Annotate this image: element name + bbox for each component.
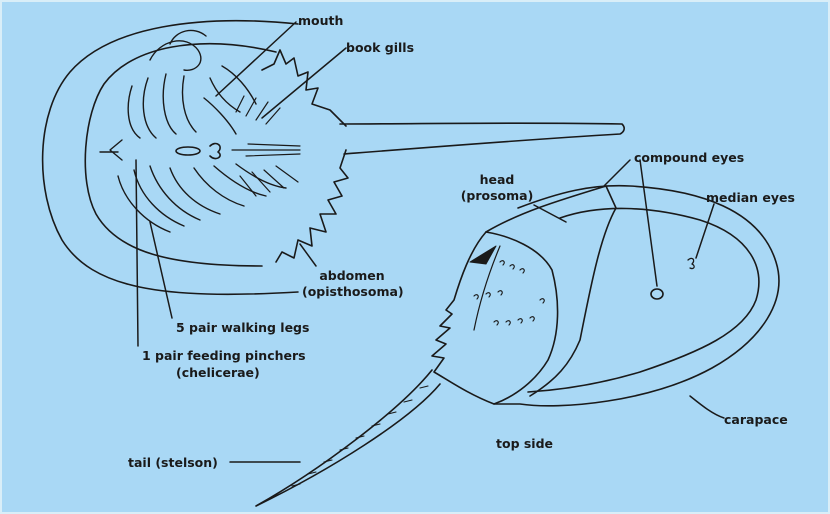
label-walking-legs: 5 pair walking legs (176, 320, 309, 335)
label-book-gills: book gills (346, 40, 414, 55)
leader-compound-eyes-1 (604, 160, 630, 186)
leader-abdomen (300, 244, 316, 266)
label-top-side: top side (496, 436, 553, 451)
leader-compound-eyes-2 (640, 160, 657, 286)
label-abdomen: abdomen (308, 268, 396, 283)
leader-book-gills (262, 48, 346, 118)
label-prosoma: (prosoma) (458, 188, 536, 203)
topside-tail (256, 370, 440, 506)
underside-carapace-outline (43, 21, 298, 295)
leader-median-eyes (696, 204, 714, 258)
leader-walking-legs (150, 222, 172, 318)
leader-feeding-pinchers (136, 160, 138, 346)
label-compound-eyes: compound eyes (634, 150, 744, 165)
label-opisthosoma: (opisthosoma) (302, 284, 402, 299)
label-feeding-pinchers: 1 pair feeding pinchers (142, 348, 306, 363)
underside-mouth-opening (176, 147, 200, 155)
leader-carapace (690, 396, 724, 418)
underside-legs (100, 30, 286, 232)
label-carapace: carapace (724, 412, 788, 427)
label-head: head (458, 172, 536, 187)
label-median-eyes: median eyes (706, 190, 795, 205)
topside-abdomen-dimples (474, 261, 544, 325)
topside-median-eyes (688, 258, 694, 268)
underside-tail (340, 123, 624, 154)
topside-carapace-rim (528, 208, 759, 392)
label-mouth: mouth (298, 13, 343, 28)
topside-crab (256, 186, 779, 506)
topside-compound-eye (651, 289, 663, 299)
label-tail: tail (stelson) (128, 455, 218, 470)
topside-head-shield (486, 186, 616, 396)
leader-head (534, 205, 566, 222)
label-chelicerae: (chelicerae) (176, 365, 260, 380)
